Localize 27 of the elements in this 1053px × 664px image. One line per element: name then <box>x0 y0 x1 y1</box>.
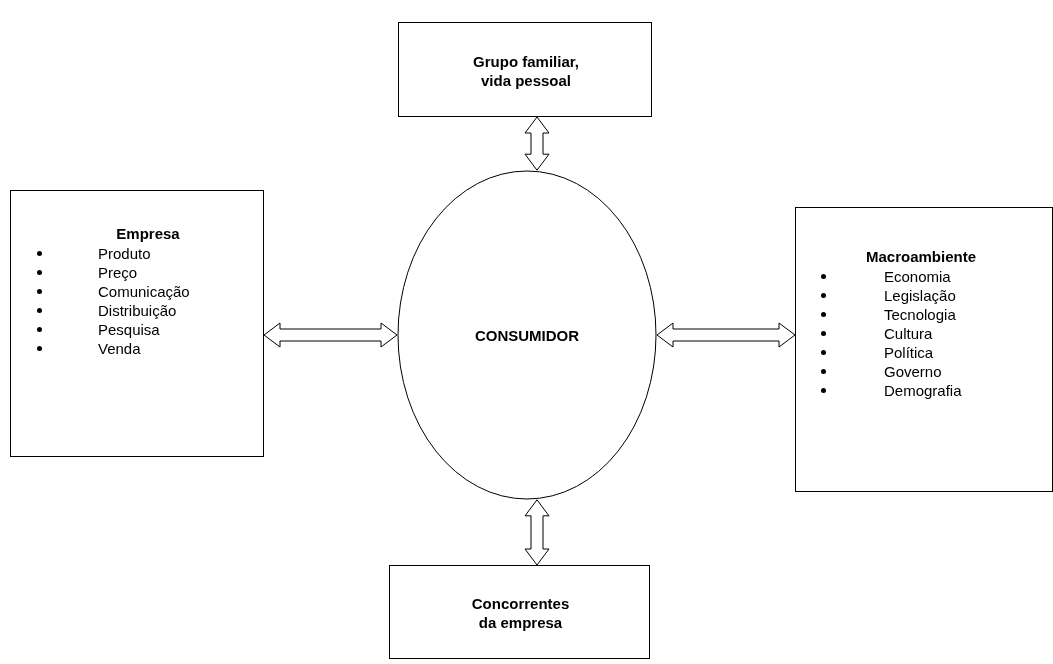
list-item: Política <box>884 343 934 362</box>
list-item: Venda <box>98 339 141 358</box>
node-title: CONSUMIDOR <box>473 325 581 345</box>
node-title: Grupo familiar, vida pessoal <box>472 51 580 90</box>
list-item: Tecnologia <box>884 305 956 324</box>
list-item: Comunicação <box>98 282 190 301</box>
list-item: Distribuição <box>98 301 177 320</box>
double-arrow <box>263 322 398 348</box>
list-item: Preço <box>98 263 138 282</box>
node-title: Concorrentes da empresa <box>470 594 571 632</box>
box <box>795 207 1053 492</box>
double-arrow <box>524 116 550 171</box>
list-heading: Macroambiente <box>864 247 977 266</box>
list-item: Produto <box>98 244 151 263</box>
box <box>398 22 652 117</box>
list-item: Economia <box>884 267 951 286</box>
box <box>389 565 650 659</box>
double-arrow <box>524 499 550 566</box>
list-item: Governo <box>884 362 942 381</box>
list-heading: Empresa <box>115 224 181 243</box>
consumer-ellipse <box>397 170 657 500</box>
list-item: Cultura <box>884 324 933 343</box>
list-item: Pesquisa <box>98 320 160 339</box>
list-item: Legislação <box>884 286 956 305</box>
box <box>10 190 264 457</box>
double-arrow <box>656 322 796 348</box>
list-item: Demografia <box>884 381 962 400</box>
